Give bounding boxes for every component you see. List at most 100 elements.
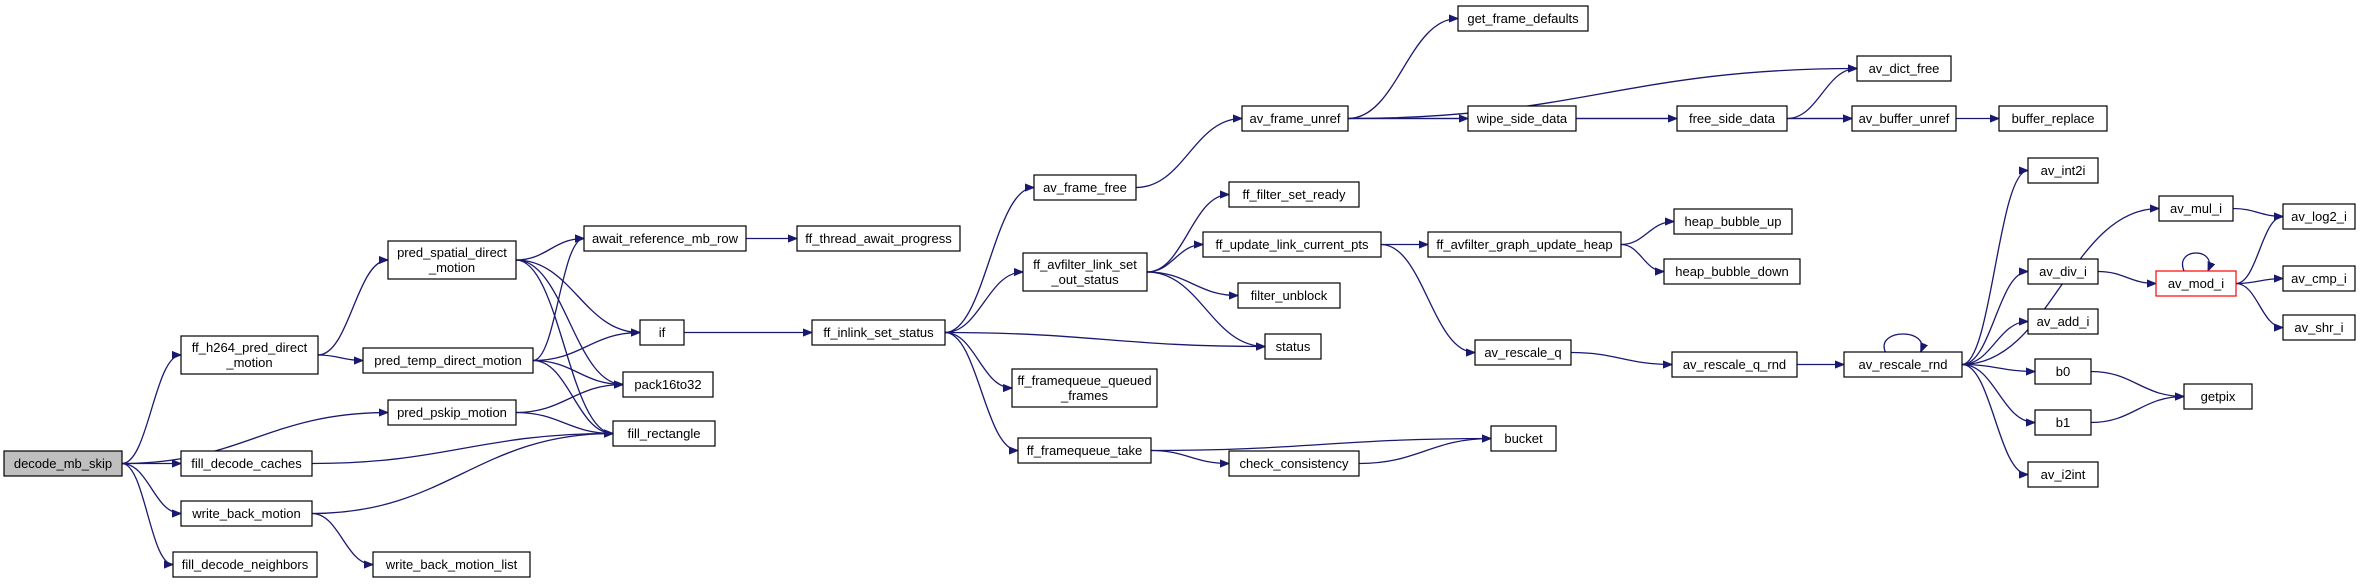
node-box-av-frame-unref bbox=[1241, 105, 1349, 132]
edge-ff-framequeue-take-to-check-consistency bbox=[1150, 449, 1229, 464]
node-av-mod-i[interactable]: av_mod_i bbox=[2155, 270, 2237, 297]
edge-av-rescale-rnd-to-av-rescale-rnd bbox=[1883, 333, 1922, 352]
node-box-await-reference-mb-row bbox=[583, 225, 747, 252]
node-label-pack16to32: pack16to32 bbox=[634, 377, 701, 392]
node-box-av-frame-free bbox=[1033, 174, 1137, 201]
node-label-b1: b1 bbox=[2056, 415, 2070, 430]
edge-decode-mb-skip-to-ff-h264-pred-direct-motion bbox=[121, 355, 182, 465]
node-label-av-mul-i: av_mul_i bbox=[2170, 201, 2222, 216]
node-label-av-buffer-unref: av_buffer_unref bbox=[1859, 111, 1950, 126]
node-b0[interactable]: b0 bbox=[2034, 358, 2092, 385]
node-av-i2int[interactable]: av_i2int bbox=[2027, 461, 2099, 488]
edge-av-rescale-q-to-av-rescale-q-rnd bbox=[1570, 351, 1672, 365]
node-ff-h264-pred-direct-motion[interactable]: ff_h264_pred_direct_motion bbox=[180, 335, 319, 375]
node-av-cmp-i[interactable]: av_cmp_i bbox=[2282, 265, 2356, 292]
node-label-av-rescale-rnd: av_rescale_rnd bbox=[1859, 357, 1948, 372]
node-label-ff-avfilter-graph-update-heap: ff_avfilter_graph_update_heap bbox=[1436, 237, 1612, 252]
edge-layer bbox=[121, 19, 2284, 565]
node-layer: decode_mb_skip ff_h264_pred_direct_motion… bbox=[3, 5, 2356, 578]
node-av-mul-i[interactable]: av_mul_i bbox=[2158, 195, 2234, 222]
node-ff-framequeue-take[interactable]: ff_framequeue_take bbox=[1017, 437, 1152, 464]
node-label-av-mod-i: av_mod_i bbox=[2168, 276, 2224, 291]
node-av-log2-i[interactable]: av_log2_i bbox=[2282, 203, 2356, 230]
node-await-reference-mb-row[interactable]: await_reference_mb_row bbox=[583, 225, 747, 252]
node-ff-update-link-current-pts[interactable]: ff_update_link_current_pts bbox=[1202, 231, 1382, 258]
node-box-av-mod-i bbox=[2155, 270, 2237, 297]
node-av-shr-i[interactable]: av_shr_i bbox=[2282, 314, 2356, 341]
node-get-frame-defaults[interactable]: get_frame_defaults bbox=[1457, 5, 1589, 32]
node-ff-framequeue-queued-frames[interactable]: ff_framequeue_queued_frames bbox=[1011, 368, 1158, 408]
node-check-consistency[interactable]: check_consistency bbox=[1228, 450, 1360, 477]
node-ff-avfilter-link-set-out-status[interactable]: ff_avfilter_link_set_out_status bbox=[1022, 252, 1148, 292]
node-label-await-reference-mb-row: await_reference_mb_row bbox=[592, 231, 739, 246]
node-fill-decode-neighbors[interactable]: fill_decode_neighbors bbox=[172, 551, 318, 578]
node-box-buffer-replace bbox=[1998, 105, 2108, 132]
edge-av-rescale-rnd-to-av-add-i bbox=[1961, 322, 2028, 366]
edge-ff-h264-pred-direct-motion-to-pred-temp-direct-motion bbox=[317, 354, 363, 361]
node-box-decode-mb-skip bbox=[3, 450, 123, 477]
node-heap-bubble-down[interactable]: heap_bubble_down bbox=[1663, 258, 1801, 285]
node-buffer-replace[interactable]: buffer_replace bbox=[1998, 105, 2108, 132]
node-status[interactable]: status bbox=[1264, 333, 1322, 360]
node-ff-inlink-set-status[interactable]: ff_inlink_set_status bbox=[811, 319, 946, 346]
node-write-back-motion-list[interactable]: write_back_motion_list bbox=[372, 551, 531, 578]
node-ff-thread-await-progress[interactable]: ff_thread_await_progress bbox=[796, 225, 961, 252]
node-label-heap-bubble-down: heap_bubble_down bbox=[1675, 264, 1789, 279]
edge-pred-temp-direct-motion-to-pack16to32 bbox=[532, 359, 623, 385]
node-box-av-div-i bbox=[2027, 258, 2099, 285]
node-wipe-side-data[interactable]: wipe_side_data bbox=[1467, 105, 1577, 132]
edge-av-rescale-rnd-to-av-i2int bbox=[1961, 363, 2029, 475]
node-filter-unblock[interactable]: filter_unblock bbox=[1237, 282, 1341, 309]
node-free-side-data[interactable]: free_side_data bbox=[1676, 105, 1788, 132]
edge-ff-inlink-set-status-to-ff-framequeue-take bbox=[944, 331, 1019, 451]
node-av-buffer-unref[interactable]: av_buffer_unref bbox=[1851, 105, 1957, 132]
edge-b0-to-getpix bbox=[2090, 370, 2184, 397]
node-b1[interactable]: b1 bbox=[2034, 409, 2092, 436]
node-if[interactable]: if bbox=[639, 319, 685, 346]
edge-av-mod-i-to-av-cmp-i bbox=[2235, 279, 2283, 285]
node-box-heap-bubble-down bbox=[1663, 258, 1801, 285]
edge-ff-inlink-set-status-to-status bbox=[944, 331, 1265, 347]
node-av-dict-free[interactable]: av_dict_free bbox=[1856, 55, 1952, 82]
node-fill-rectangle[interactable]: fill_rectangle bbox=[612, 420, 716, 447]
node-box-ff-thread-await-progress bbox=[796, 225, 961, 252]
node-av-add-i[interactable]: av_add_i bbox=[2027, 308, 2099, 335]
node-pack16to32[interactable]: pack16to32 bbox=[622, 371, 714, 398]
node-av-div-i[interactable]: av_div_i bbox=[2027, 258, 2099, 285]
edge-av-mod-i-to-av-log2-i bbox=[2235, 217, 2284, 285]
node-box-pred-pskip-motion bbox=[387, 399, 517, 426]
node-pred-spatial-direct-motion[interactable]: pred_spatial_direct_motion bbox=[387, 240, 517, 280]
node-label-getpix: getpix bbox=[2201, 389, 2236, 404]
node-pred-pskip-motion[interactable]: pred_pskip_motion bbox=[387, 399, 517, 426]
node-av-rescale-q-rnd[interactable]: av_rescale_q_rnd bbox=[1671, 351, 1798, 378]
edge-check-consistency-to-bucket bbox=[1358, 439, 1491, 465]
node-heap-bubble-up[interactable]: heap_bubble_up bbox=[1673, 208, 1793, 235]
node-box-write-back-motion-list bbox=[372, 551, 531, 578]
edge-av-rescale-rnd-to-av-mul-i bbox=[1961, 209, 2159, 366]
node-decode-mb-skip[interactable]: decode_mb_skip bbox=[3, 450, 123, 477]
node-ff-avfilter-graph-update-heap[interactable]: ff_avfilter_graph_update_heap bbox=[1427, 231, 1622, 258]
node-bucket[interactable]: bucket bbox=[1490, 425, 1557, 452]
node-getpix[interactable]: getpix bbox=[2183, 383, 2253, 410]
node-box-free-side-data bbox=[1676, 105, 1788, 132]
node-box-ff-update-link-current-pts bbox=[1202, 231, 1382, 258]
node-box-av-int2i bbox=[2027, 157, 2099, 184]
node-av-frame-unref[interactable]: av_frame_unref bbox=[1241, 105, 1349, 132]
node-box-heap-bubble-up bbox=[1673, 208, 1793, 235]
node-av-int2i[interactable]: av_int2i bbox=[2027, 157, 2099, 184]
node-label-pred-pskip-motion: pred_pskip_motion bbox=[397, 405, 507, 420]
node-ff-filter-set-ready[interactable]: ff_filter_set_ready bbox=[1228, 181, 1360, 208]
node-label-av-dict-free: av_dict_free bbox=[1869, 61, 1940, 76]
node-label-av-div-i: av_div_i bbox=[2039, 264, 2087, 279]
edge-decode-mb-skip-to-fill-decode-neighbors bbox=[121, 462, 174, 565]
node-av-rescale-rnd[interactable]: av_rescale_rnd bbox=[1843, 351, 1963, 378]
node-pred-temp-direct-motion[interactable]: pred_temp_direct_motion bbox=[362, 347, 534, 374]
node-av-frame-free[interactable]: av_frame_free bbox=[1033, 174, 1137, 201]
node-box-av-rescale-rnd bbox=[1843, 351, 1963, 378]
node-write-back-motion[interactable]: write_back_motion bbox=[180, 500, 313, 527]
node-box-pred-spatial-direct-motion bbox=[387, 240, 517, 280]
node-fill-decode-caches[interactable]: fill_decode_caches bbox=[180, 450, 313, 477]
node-av-rescale-q[interactable]: av_rescale_q bbox=[1474, 339, 1572, 366]
edge-pred-temp-direct-motion-to-if bbox=[532, 333, 640, 362]
